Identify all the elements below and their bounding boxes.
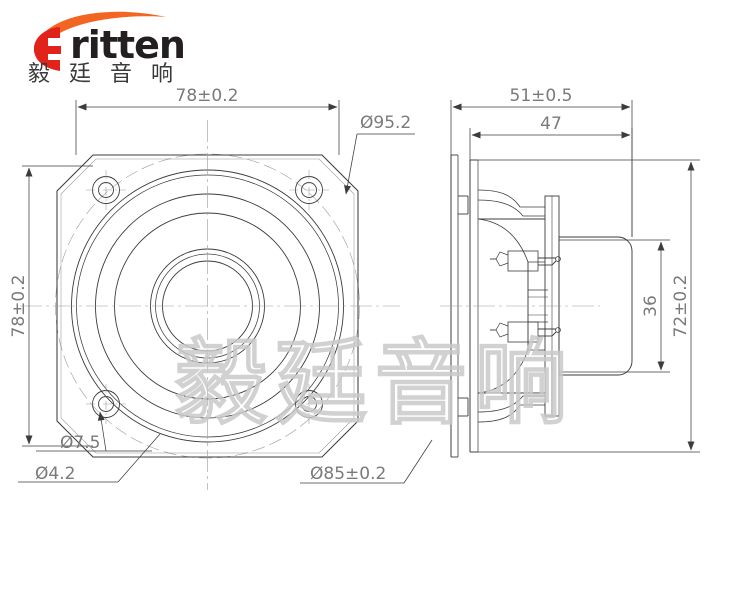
watermark-text: 毅廷音响 (175, 330, 575, 437)
dim-front-width: 78±0.2 (176, 86, 239, 106)
brand-logo: ritten 毅 廷 音 响 (14, 8, 204, 88)
dim-outer-diameter: Ø95.2 (360, 113, 411, 133)
dim-hole-diameter: Ø4.2 (35, 464, 75, 484)
front-view-geometry (20, 120, 400, 490)
dim-body-depth: 47 (540, 114, 562, 134)
dim-total-depth: 51±0.5 (510, 86, 573, 106)
dim-frame-height: 72±0.2 (671, 275, 691, 338)
dim-cone-diameter: Ø85±0.2 (310, 464, 386, 484)
logo-e-mark-solid-icon (34, 27, 61, 71)
terminal-upper (490, 250, 561, 272)
terminal-lower (490, 321, 561, 343)
magnet-body (558, 236, 633, 376)
logo-wordmark: ritten (70, 23, 186, 67)
logo-graphic (34, 11, 166, 71)
front-centerlines (20, 120, 400, 490)
dim-front-height: 78±0.2 (9, 275, 29, 338)
dim-magnet-height: 36 (641, 295, 661, 317)
section-view-dimensions (450, 100, 700, 453)
logo-swoosh-icon (44, 11, 166, 38)
logo-chinese-name: 毅 廷 音 响 (28, 62, 179, 87)
dim-counterbore: Ø7.5 (60, 433, 100, 453)
section-view-geometry (440, 154, 633, 458)
hole-centerlines (86, 170, 329, 424)
front-view-dimensions (18, 100, 433, 484)
